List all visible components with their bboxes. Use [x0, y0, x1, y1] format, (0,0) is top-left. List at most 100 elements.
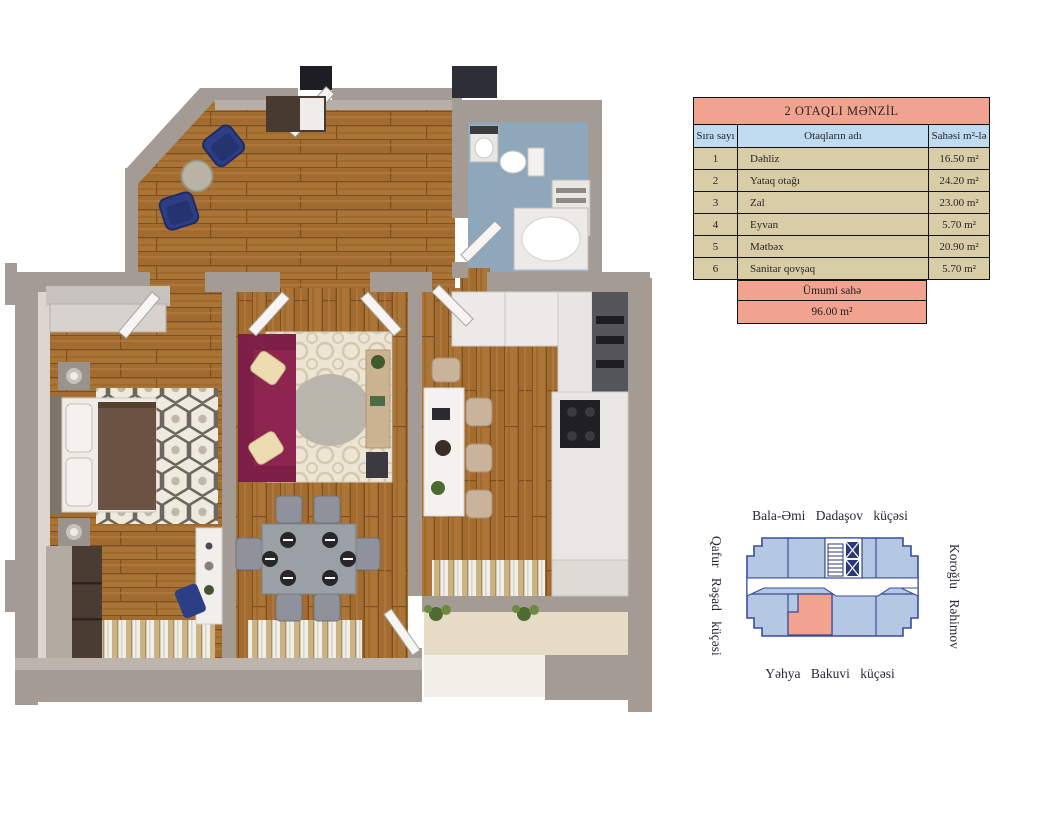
total-area-label: Ümumi sahə	[737, 280, 927, 302]
street-label-left: Qafur Rəşad küçəsi	[709, 536, 724, 656]
corridor	[746, 577, 919, 597]
row-index: 2	[693, 169, 738, 192]
room-area: 16.50 m²	[927, 147, 991, 170]
street-label-right: Koroğlu Rəhimov	[947, 543, 962, 649]
dresser	[46, 546, 72, 658]
dining-chair	[313, 495, 341, 524]
dining-set	[235, 495, 381, 622]
dining-chair	[313, 593, 341, 622]
bed-pillow	[65, 457, 93, 507]
room-area: 20.90 m²	[927, 235, 991, 258]
room-name: Sanitar qovşaq	[737, 257, 929, 280]
tall-cabinet	[557, 291, 593, 393]
kitchen-window	[432, 560, 545, 598]
dining-chair	[275, 593, 303, 622]
bedroom-furniture	[46, 286, 223, 658]
building-footprint	[746, 537, 919, 637]
living-room-window	[248, 620, 362, 658]
col-header-room: Otaqların adı	[737, 124, 929, 148]
row-index: 3	[693, 191, 738, 214]
round-side-table	[180, 159, 214, 193]
row-index: 1	[693, 147, 738, 170]
apartment-table: 2 OTAQLI MƏNZİL Sıra sayı Otaqların adı …	[692, 97, 991, 325]
bed-pillow	[65, 403, 93, 453]
toilet-tank	[527, 147, 545, 177]
plant	[512, 605, 539, 621]
sofa-back	[238, 334, 254, 482]
dining-chair	[235, 537, 263, 571]
dining-chair	[353, 537, 381, 571]
total-area-value: 96.00 m²	[737, 300, 927, 325]
books	[370, 396, 385, 406]
armchair	[202, 124, 246, 168]
street-label-top: Bala-Əmi Dadaşov küçəsi	[752, 508, 908, 523]
sofa-arm	[238, 466, 296, 482]
balcony-door	[383, 608, 421, 656]
row-index: 4	[693, 213, 738, 236]
balcony-floor-lower	[424, 655, 548, 697]
bathroom-door	[460, 220, 503, 263]
chair-bedroom	[174, 583, 206, 619]
bed-duvet	[98, 402, 156, 510]
floor-plan-render	[5, 66, 652, 712]
col-header-index: Sıra sayı	[693, 124, 738, 148]
living-door-right	[359, 291, 403, 337]
rug-center	[290, 374, 370, 446]
vent-shaft	[452, 66, 497, 98]
row-index: 5	[693, 235, 738, 258]
room-area: 24.20 m²	[927, 169, 991, 192]
site-map: Bala-Əmi Dadaşov küçəsi Yəhya Bakuvi küç…	[694, 504, 966, 682]
room-name: Zal	[737, 191, 929, 214]
room-areas-table: 2 OTAQLI MƏNZİL Sıra sayı Otaqların adı …	[692, 97, 991, 280]
dresser-drawers	[72, 546, 102, 658]
sofa-pillow	[248, 431, 284, 465]
sofa-arm	[238, 334, 296, 350]
plant	[424, 605, 451, 621]
table-title: 2 OTAQLI MƏNZİL	[692, 97, 991, 125]
balcony	[424, 605, 539, 621]
hallway-furniture	[158, 96, 326, 231]
wardrobe-door	[300, 98, 324, 130]
sofa-pillow	[250, 351, 286, 385]
street-label-bottom: Yəhya Bakuvi küçəsi	[765, 666, 895, 681]
living-door-left	[247, 291, 291, 337]
entrance-door-swing	[300, 66, 332, 90]
kitchen-chair	[465, 489, 493, 519]
walls	[5, 88, 652, 712]
dining-chair	[275, 495, 303, 524]
kitchen-chair	[431, 357, 461, 383]
interior-doors	[117, 220, 503, 656]
row-index: 6	[693, 257, 738, 280]
col-header-area: Sahəsi m²-lə	[927, 124, 991, 148]
plant	[371, 355, 385, 369]
tv-unit	[366, 452, 388, 478]
sink-basin	[474, 137, 494, 159]
bathroom-fixtures	[469, 125, 591, 271]
kitchen-chair	[465, 397, 493, 427]
living-room-furniture	[235, 331, 393, 622]
kitchen-lower-cabinet	[551, 559, 629, 597]
room-area: 5.70 m²	[927, 213, 991, 236]
toilet-bowl	[499, 150, 527, 174]
room-name: Mətbəx	[737, 235, 929, 258]
room-name: Yataq otağı	[737, 169, 929, 192]
room-name: Dəhliz	[737, 147, 929, 170]
kitchen-door	[431, 284, 474, 327]
balcony-floor	[424, 612, 636, 660]
bedroom-door	[117, 291, 161, 339]
room-area: 5.70 m²	[927, 257, 991, 280]
cooktop	[560, 400, 600, 448]
room-name: Eyvan	[737, 213, 929, 236]
bed-headboard	[50, 396, 62, 514]
kitchen-chair	[465, 443, 493, 473]
armchair	[158, 191, 200, 231]
bedroom-sofa	[46, 286, 170, 306]
highlighted-unit	[787, 593, 833, 636]
room-area: 23.00 m²	[927, 191, 991, 214]
